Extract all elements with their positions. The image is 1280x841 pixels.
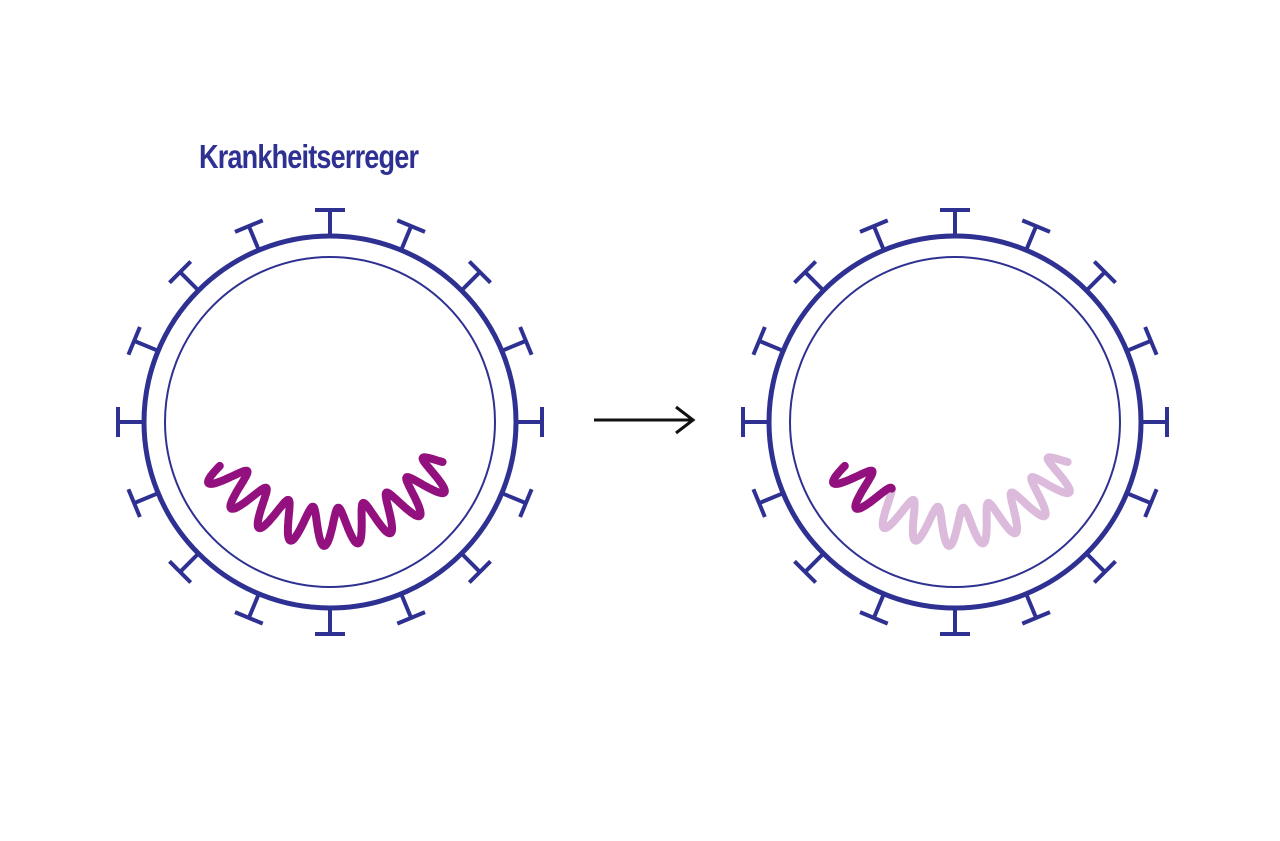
spike-cap — [518, 488, 534, 518]
spike-cap — [1021, 610, 1051, 626]
spike-stem — [178, 270, 200, 292]
spike-stem — [1024, 593, 1038, 619]
spike-stem — [803, 270, 825, 292]
spike-cap — [1092, 260, 1117, 285]
spike-stem — [460, 552, 482, 574]
spike-cap — [396, 610, 426, 626]
spike-cap — [793, 260, 818, 285]
rna-strand — [204, 453, 449, 550]
spike-cap — [518, 326, 534, 356]
spike-stem — [399, 225, 413, 251]
spike-cap — [1143, 488, 1159, 518]
spike-cap — [168, 260, 193, 285]
arrow-head-icon — [675, 405, 696, 435]
spike-stem — [460, 270, 482, 292]
spike-cap — [234, 610, 264, 626]
spike-stem — [758, 339, 784, 353]
virus-spikes — [741, 208, 1169, 636]
spike-stem — [133, 491, 159, 505]
spike-cap — [751, 488, 767, 518]
spike-stem — [1085, 270, 1107, 292]
spike-cap — [396, 218, 426, 234]
spike-stem — [133, 339, 159, 353]
spike-cap — [793, 559, 818, 584]
spike-stem — [501, 339, 527, 353]
virus-spikes — [116, 208, 544, 636]
spike-stem — [501, 491, 527, 505]
spike-cap — [467, 260, 492, 285]
spike-stem — [758, 491, 784, 505]
spike-cap — [859, 218, 889, 234]
spike-cap — [1143, 326, 1159, 356]
spike-cap — [234, 218, 264, 234]
virus-envelope-outer — [141, 233, 519, 611]
spike-cap — [126, 488, 142, 518]
spike-stem — [247, 225, 261, 251]
spike-stem — [1024, 225, 1038, 251]
spike-stem — [399, 593, 413, 619]
spike-cap — [1092, 559, 1117, 584]
spike-cap — [467, 559, 492, 584]
spike-cap — [168, 559, 193, 584]
virus-envelope-inner — [164, 256, 496, 588]
pathogen-virus-right — [741, 208, 1169, 636]
spike-stem — [803, 552, 825, 574]
spike-stem — [247, 593, 261, 619]
spike-cap — [859, 610, 889, 626]
transition-arrow — [594, 405, 696, 435]
virus-envelope-inner — [789, 256, 1121, 588]
pathogen-label: Krankheitserreger — [199, 138, 419, 175]
pathogen-virus-left — [116, 208, 544, 636]
spike-stem — [178, 552, 200, 574]
spike-cap — [126, 326, 142, 356]
spike-stem — [1126, 339, 1152, 353]
virus-envelope-outer — [766, 233, 1144, 611]
spike-cap — [751, 326, 767, 356]
spike-stem — [872, 593, 886, 619]
rna-strand-fragment — [829, 461, 896, 513]
spike-stem — [1126, 491, 1152, 505]
spike-stem — [872, 225, 886, 251]
spike-cap — [1021, 218, 1051, 234]
spike-stem — [1085, 552, 1107, 574]
